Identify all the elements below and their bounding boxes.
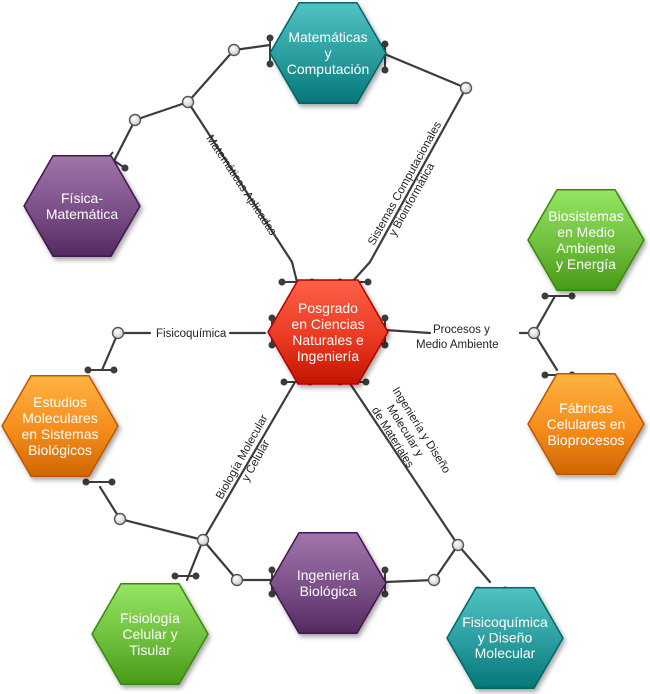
hex-fisicoquimica-diseno-label: Molecular xyxy=(475,645,536,661)
hex-matematicas-computacion-label: y xyxy=(325,45,332,61)
svg-text:Procesos y: Procesos y xyxy=(433,324,490,336)
connector-lines xyxy=(98,43,559,584)
hex-posgrado-label: en Ciencias xyxy=(291,316,364,332)
hex-posgrado-label: Posgrado xyxy=(298,300,358,316)
svg-text:Medio Ambiente: Medio Ambiente xyxy=(416,339,498,351)
hex-matematicas-computacion-label: Matemáticas xyxy=(288,29,367,45)
hex-estudios-moleculares-label: en Sistemas xyxy=(21,426,98,442)
hex-fisiologia-label: Celular y xyxy=(122,626,177,642)
hex-estudios-moleculares-label: Moleculares xyxy=(22,410,97,426)
hex-biosistemas-label: en Medio xyxy=(557,224,615,240)
hex-matematicas-computacion-label: Computación xyxy=(287,61,370,77)
connector-knobs xyxy=(111,43,541,587)
hex-biosistemas-shape xyxy=(527,189,645,291)
branch-label-ingenieria-diseno: Ingeniería y Diseño Molecular y de Mater… xyxy=(369,385,452,475)
branch-label-fisicoquimica: Fisicoquímica xyxy=(156,328,227,340)
hex-fisica-matematica-label: Física- xyxy=(61,190,103,206)
hex-fisiologia-shape xyxy=(91,583,209,685)
hex-ingenieria-biologica-label: Ingeniería xyxy=(297,567,359,583)
svg-text:Sistemas Computacionales: Sistemas Computacionales xyxy=(366,120,444,248)
hex-biosistemas-label: y Energía xyxy=(556,256,616,272)
hex-fisica-matematica-label: Matemática xyxy=(46,206,119,222)
hex-fabricas-celulares-label: Bioprocesos xyxy=(547,432,624,448)
hex-fabricas-celulares-label: Celulares en xyxy=(547,416,626,432)
hex-fisicoquimica-diseno-label: Fisicoquímica xyxy=(462,614,548,630)
hex-fabricas-celulares-shape xyxy=(527,373,645,475)
hex-fisica-matematica-shape xyxy=(23,155,141,257)
hex-estudios-moleculares-shape xyxy=(1,375,119,477)
hex-fisiologia-label: Tisular xyxy=(129,642,171,658)
hex-ingenieria-biologica-label: Biológica xyxy=(300,583,357,599)
hex-estudios-moleculares-label: Estudios xyxy=(33,394,87,410)
hex-fisiologia-label: Fisiología xyxy=(120,610,180,626)
hex-posgrado-shape xyxy=(267,279,389,385)
hex-estudios-moleculares-label: Biológicos xyxy=(28,442,92,458)
hex-biosistemas-label: Ambiente xyxy=(556,240,615,256)
hex-fisica-matematica: Física-Matemática xyxy=(23,155,141,257)
hex-ingenieria-biologica-shape xyxy=(269,532,387,634)
hex-posgrado-label: Naturales e xyxy=(292,332,364,348)
hex-fabricas-celulares-label: Fábricas xyxy=(559,400,613,416)
hex-posgrado-label: Ingeniería xyxy=(297,348,359,364)
hex-fisicoquimica-diseno-shape xyxy=(446,587,564,689)
hex-fisicoquimica-diseno-label: y Diseño xyxy=(478,630,533,646)
branch-label-procesos: Procesos y Medio Ambiente xyxy=(416,324,498,351)
hex-biosistemas-label: Biosistemas xyxy=(548,208,623,224)
branch-label-matematicas-aplicadas: Matemáticas Aplicadas xyxy=(203,133,278,238)
hex-matematicas-computacion-shape xyxy=(269,2,387,104)
